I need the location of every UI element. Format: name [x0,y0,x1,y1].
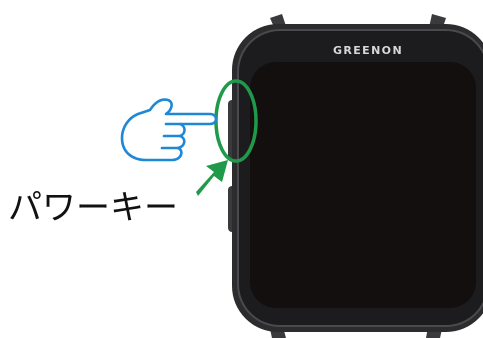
watch-screen [250,62,476,308]
pointer-arrow [196,160,228,196]
brand-logo: GREENON [318,44,418,57]
power-key-caption: パワーキー [8,180,178,229]
pointing-hand-icon [122,100,216,160]
